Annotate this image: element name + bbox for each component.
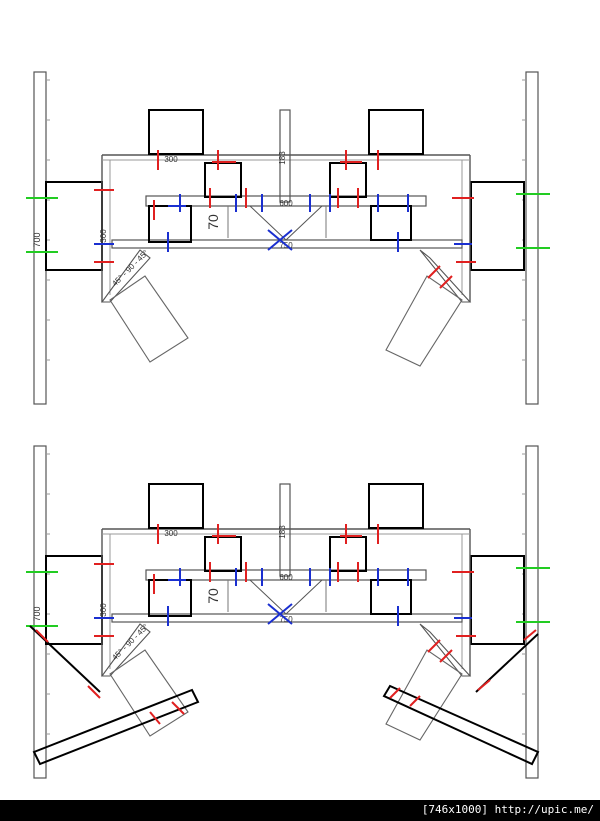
footer-caption: [746x1000] http://upic.me/ [421, 803, 594, 816]
angled-table-left [109, 275, 189, 363]
side-depth-label: 300 [99, 603, 108, 617]
seat-box-top-right [368, 109, 424, 155]
red-marker [439, 649, 453, 663]
seat-box-low-right [370, 205, 412, 241]
bench-left [32, 688, 200, 766]
upper-beam [145, 195, 427, 207]
center-x-mark [267, 603, 293, 625]
panel-top: 7003003001836007507045° - 90 - 45° [26, 71, 550, 405]
angled-table-left [109, 649, 189, 737]
strut-left [249, 579, 287, 615]
clearance-label: 70 [205, 214, 221, 230]
right-side-table [470, 555, 525, 645]
clearance-label: 70 [205, 588, 221, 604]
footer-bar: [746x1000] http://upic.me/ [0, 800, 600, 821]
red-marker [523, 629, 537, 641]
seat-box-low-left [148, 579, 192, 617]
leg-right [419, 249, 472, 303]
strut-right [285, 579, 323, 615]
red-marker [35, 629, 49, 643]
red-marker [171, 701, 185, 715]
wall-depth-label: 700 [32, 232, 42, 247]
red-marker [427, 265, 441, 279]
red-marker [389, 687, 401, 699]
strut-right [285, 205, 323, 241]
wall-depth-label: 700 [32, 606, 42, 621]
stool-width-label: 300 [164, 155, 178, 164]
strut-left [249, 205, 287, 241]
red-marker [439, 275, 453, 289]
right-wall [525, 71, 539, 405]
seat-box-top-right [368, 483, 424, 529]
seat-box-mid-right [329, 536, 367, 572]
seat-box-top-left [148, 109, 204, 155]
right-wall [525, 445, 539, 779]
left-side-table [45, 555, 103, 645]
angled-table-right [385, 275, 463, 367]
side-depth-label: 300 [99, 229, 108, 243]
leg-left [100, 623, 151, 677]
column-height-label: 183 [278, 151, 287, 165]
red-marker [427, 639, 441, 653]
red-marker [409, 695, 421, 707]
seat-box-top-left [148, 483, 204, 529]
angle-note-label: 45° - 90 - 45° [110, 248, 150, 288]
panel-bottom: 7003003001836007507045° - 90 - 45° [26, 445, 550, 779]
diagram-sheet: 7003003001836007507045° - 90 - 45°700300… [0, 0, 600, 800]
right-side-table [470, 181, 525, 271]
center-x-mark [267, 229, 293, 251]
center-column [279, 483, 291, 577]
table-width-label: 600 [279, 199, 293, 208]
upper-beam [145, 569, 427, 581]
left-side-table [45, 181, 103, 271]
red-marker [87, 685, 101, 699]
bench-right [382, 684, 540, 766]
table-width-label: 600 [279, 573, 293, 582]
red-marker [149, 711, 161, 725]
angle-note-label: 45° - 90 - 45° [110, 622, 150, 662]
center-column [279, 109, 291, 203]
floor-plan-diagram: 7003003001836007507045° - 90 - 45°700300… [26, 71, 550, 779]
column-height-label: 183 [278, 525, 287, 539]
red-marker [477, 679, 491, 691]
seat-box-mid-right [329, 162, 367, 198]
seat-box-low-left [148, 205, 192, 243]
seat-box-low-right [370, 579, 412, 615]
stool-width-label: 300 [164, 529, 178, 538]
leg-right [419, 623, 472, 677]
leg-left [100, 249, 151, 303]
